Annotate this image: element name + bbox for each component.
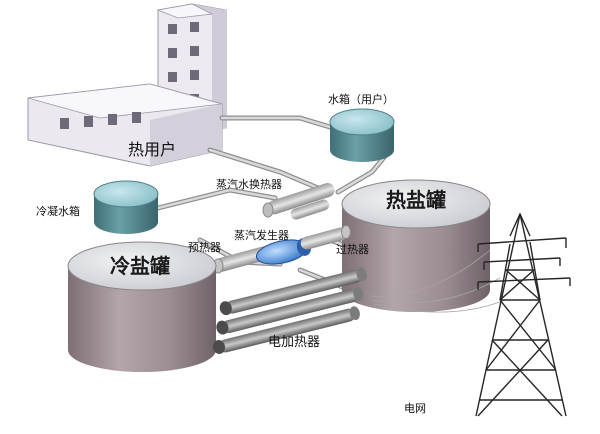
- water-tank-label: 水箱（用户）: [328, 93, 394, 106]
- transmission-tower: [475, 212, 571, 417]
- heat-user-building: [27, 3, 227, 167]
- heat-user-label: 热用户: [128, 140, 177, 159]
- steam-generator-label: 蒸汽发生器: [234, 229, 289, 242]
- electric-heater-label: 电加热器: [268, 335, 321, 350]
- user-water-tank: [329, 108, 395, 162]
- power-grid-label: 电网: [404, 402, 426, 415]
- superheater-label: 过热器: [336, 243, 369, 256]
- hot-salt-tank: [341, 179, 491, 312]
- superheater: [300, 225, 351, 250]
- condensate-tank-label: 冷凝水箱: [36, 205, 80, 218]
- preheater-label: 预热器: [188, 241, 221, 254]
- power-lines: [369, 249, 506, 313]
- electric-heater-bank: [212, 267, 367, 354]
- cold-salt-tank-label: 冷盐罐: [110, 254, 170, 278]
- steam-water-heat-exchanger: [262, 183, 335, 220]
- cold-salt-tank: [67, 241, 217, 372]
- condensate-water-tank: [93, 180, 159, 234]
- steam-water-exchanger-label: 蒸汽水换热器: [216, 178, 282, 191]
- hot-salt-tank-label: 热盐罐: [386, 188, 446, 212]
